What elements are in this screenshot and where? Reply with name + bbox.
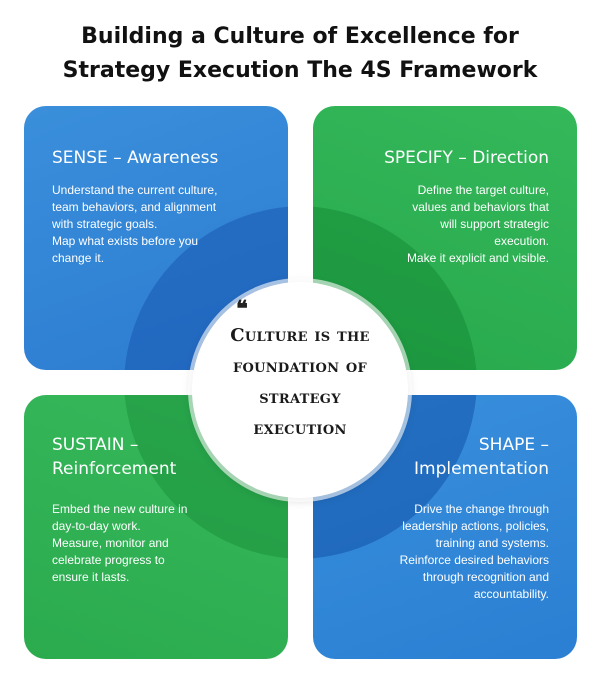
sense-heading: SENSE – Awareness	[52, 148, 219, 168]
sense-description: Understand the current culture, team beh…	[52, 182, 278, 267]
center-quote-line: strategy	[259, 387, 341, 408]
shape-line: leadership actions, policies,	[402, 519, 549, 533]
shape-heading-line: Implementation	[414, 459, 549, 479]
sense-line: team behaviors, and alignment	[52, 200, 217, 214]
sustain-card: SUSTAIN – Reinforcement Embed the new cu…	[24, 395, 288, 659]
shape-heading-line: SHAPE –	[478, 435, 549, 455]
center-quote-line: foundation of	[232, 356, 368, 377]
shape-line: accountability.	[473, 587, 549, 601]
sustain-description: Embed the new culture in day-to-day work…	[52, 501, 278, 586]
sustain-line: ensure it lasts.	[52, 570, 130, 584]
specify-line: execution.	[494, 234, 549, 248]
sense-card: SENSE – Awareness Understand the current…	[24, 106, 288, 370]
sustain-line: celebrate progress to	[52, 553, 165, 567]
title-line-2: Strategy Execution The 4S Framework	[62, 58, 538, 83]
shape-line: training and systems.	[435, 536, 549, 550]
page-title: Building a Culture of Excellence for Str…	[0, 20, 600, 88]
center-quote-line: Culture is the	[230, 325, 370, 346]
shape-line: through recognition and	[422, 570, 549, 584]
shape-heading: SHAPE – Implementation	[323, 433, 549, 481]
specify-heading: SPECIFY – Direction	[384, 148, 549, 168]
sense-line: Understand the current culture,	[52, 183, 218, 197]
sustain-line: Embed the new culture in	[52, 502, 188, 516]
shape-line: Reinforce desired behaviors	[399, 553, 549, 567]
specify-description: Define the target culture, values and be…	[323, 182, 549, 267]
quote-mark-icon: ❝	[236, 296, 248, 322]
specify-line: Make it explicit and visible.	[406, 251, 549, 265]
specify-line: Define the target culture,	[417, 183, 549, 197]
center-quote: Culture is the foundation of strategy ex…	[192, 320, 408, 444]
shape-line: Drive the change through	[414, 502, 549, 516]
specify-line: values and behaviors that	[412, 200, 549, 214]
sustain-heading-line: SUSTAIN –	[52, 435, 139, 455]
sense-line: change it.	[52, 251, 105, 265]
sustain-heading: SUSTAIN – Reinforcement	[52, 433, 278, 481]
sustain-heading-line: Reinforcement	[52, 459, 177, 479]
center-quote-line: execution	[253, 418, 347, 439]
sustain-line: day-to-day work.	[52, 519, 141, 533]
title-line-1: Building a Culture of Excellence for	[81, 24, 519, 49]
sense-line: with strategic goals.	[52, 217, 158, 231]
specify-card: SPECIFY – Direction Define the target cu…	[313, 106, 577, 370]
specify-line: will support strategic	[440, 217, 549, 231]
center-quote-circle: ❝ Culture is the foundation of strategy …	[192, 282, 408, 498]
sustain-line: Measure, monitor and	[52, 536, 169, 550]
shape-description: Drive the change through leadership acti…	[323, 501, 549, 603]
sense-line: Map what exists before you	[52, 234, 199, 248]
